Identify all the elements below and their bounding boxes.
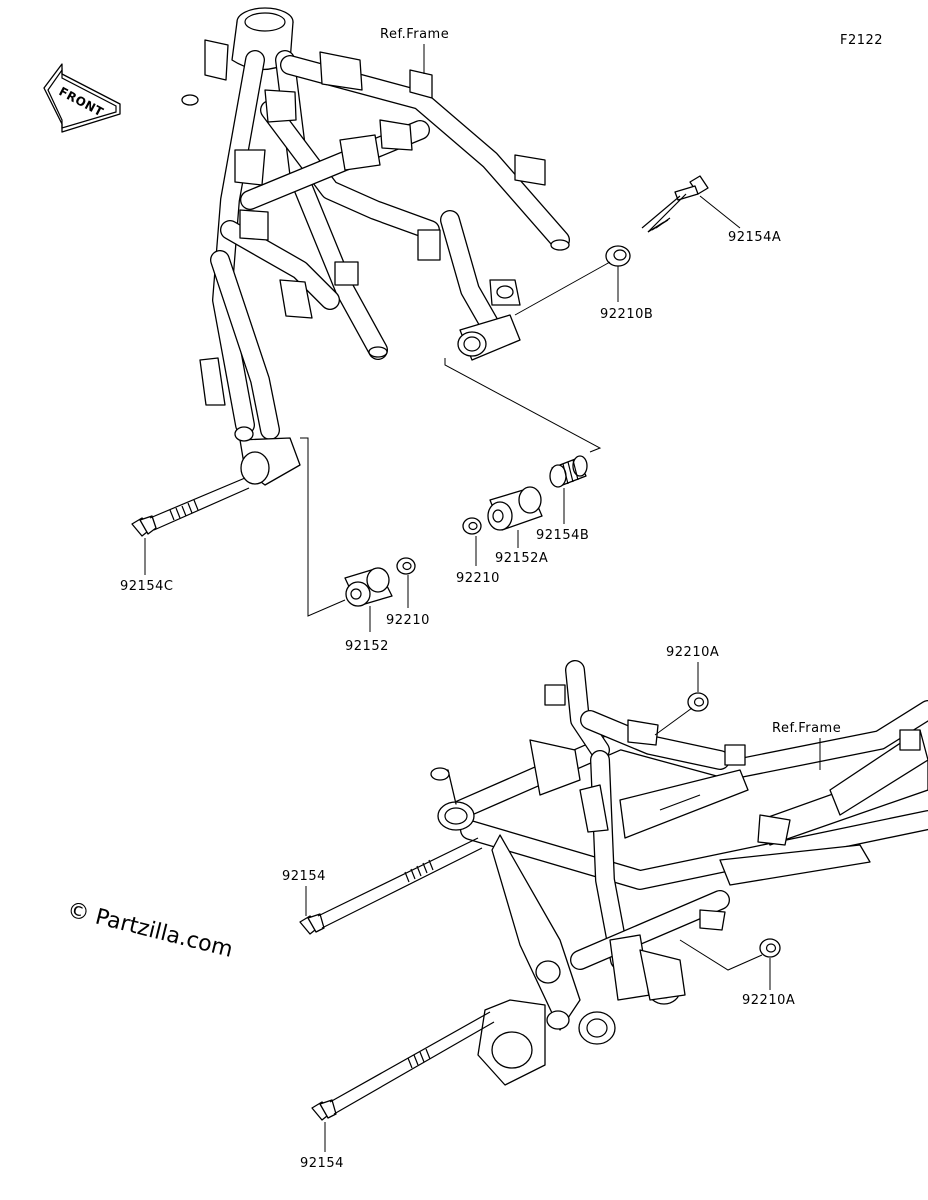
collar-92154B bbox=[549, 455, 588, 488]
bolt-92154C bbox=[131, 477, 250, 537]
ref-frame-label-bottom: Ref.Frame bbox=[772, 721, 841, 736]
label-92154-middle: 92154 bbox=[282, 869, 326, 884]
lower-frame-drawing bbox=[430, 660, 928, 1086]
nut-92210A-top bbox=[687, 692, 709, 712]
bolt-92154A bbox=[641, 175, 709, 233]
label-92154A: 92154A bbox=[728, 230, 781, 245]
label-92210A-top: 92210A bbox=[666, 645, 719, 660]
bolt-92154-middle bbox=[299, 837, 483, 935]
spacer-92152 bbox=[344, 567, 393, 607]
label-92210A-right: 92210A bbox=[742, 993, 795, 1008]
diagram-code: F2122 bbox=[840, 33, 883, 48]
front-arrow-icon: FRONT bbox=[43, 63, 121, 133]
ref-frame-label-top: Ref.Frame bbox=[380, 27, 449, 42]
nut-92210B bbox=[605, 245, 631, 267]
upper-frame-drawing bbox=[181, 7, 570, 486]
label-92152A: 92152A bbox=[495, 551, 548, 566]
label-92210-middle: 92210 bbox=[456, 571, 500, 586]
label-92154-bottom: 92154 bbox=[300, 1156, 344, 1171]
label-92210-lower: 92210 bbox=[386, 613, 430, 628]
label-92210B: 92210B bbox=[600, 307, 653, 322]
bolt-92154-bottom bbox=[311, 1011, 495, 1121]
nut-92210A-right bbox=[759, 938, 781, 958]
label-92154B: 92154B bbox=[536, 528, 589, 543]
label-92154C: 92154C bbox=[120, 579, 173, 594]
nut-92210-middle bbox=[462, 517, 482, 535]
label-92152: 92152 bbox=[345, 639, 389, 654]
nut-92210-lower bbox=[396, 557, 416, 575]
copyright-watermark: © Partzilla.com bbox=[65, 898, 236, 963]
spacer-92152A bbox=[487, 486, 543, 531]
